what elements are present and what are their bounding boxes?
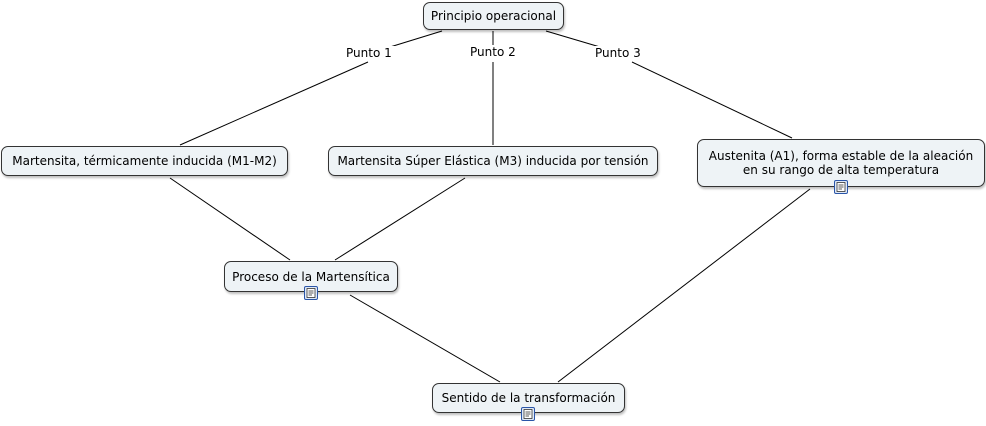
connector-m1m2-proceso: [169, 177, 291, 261]
connector-proceso-sentido: [349, 294, 501, 383]
connector-punto1-m1m2: [179, 61, 369, 146]
connector-punto3-austenita: [631, 61, 793, 139]
node-principio-operacional[interactable]: Principio operacional: [423, 2, 564, 30]
node-austenita-label: Austenita (A1), forma estable de la alea…: [708, 149, 974, 177]
connector-m3-proceso: [334, 177, 466, 261]
connector-principio-punto3: [545, 30, 601, 48]
node-proceso-label: Proceso de la Martensítica: [232, 269, 390, 284]
document-resource-icon[interactable]: [834, 180, 848, 194]
document-resource-icon[interactable]: [304, 286, 318, 300]
connector-austenita-sentido: [557, 188, 811, 383]
node-austenita[interactable]: Austenita (A1), forma estable de la alea…: [697, 139, 985, 187]
link-label-punto1: Punto 1: [343, 46, 395, 60]
link-label-punto2: Punto 2: [467, 45, 519, 59]
link-label-punto3: Punto 3: [592, 46, 644, 60]
node-sentido-label: Sentido de la transformación: [441, 391, 616, 405]
node-m1m2-label: Martensita, térmicamente inducida (M1-M2…: [12, 154, 277, 168]
node-martensita-m1m2[interactable]: Martensita, térmicamente inducida (M1-M2…: [1, 146, 288, 176]
document-resource-icon[interactable]: [521, 407, 535, 421]
connector-principio-punto1: [389, 30, 443, 48]
node-martensita-m3[interactable]: Martensita Súper Elástica (M3) inducida …: [328, 146, 658, 176]
node-m3-label: Martensita Súper Elástica (M3) inducida …: [337, 154, 649, 168]
node-principio-label: Principio operacional: [430, 9, 557, 23]
